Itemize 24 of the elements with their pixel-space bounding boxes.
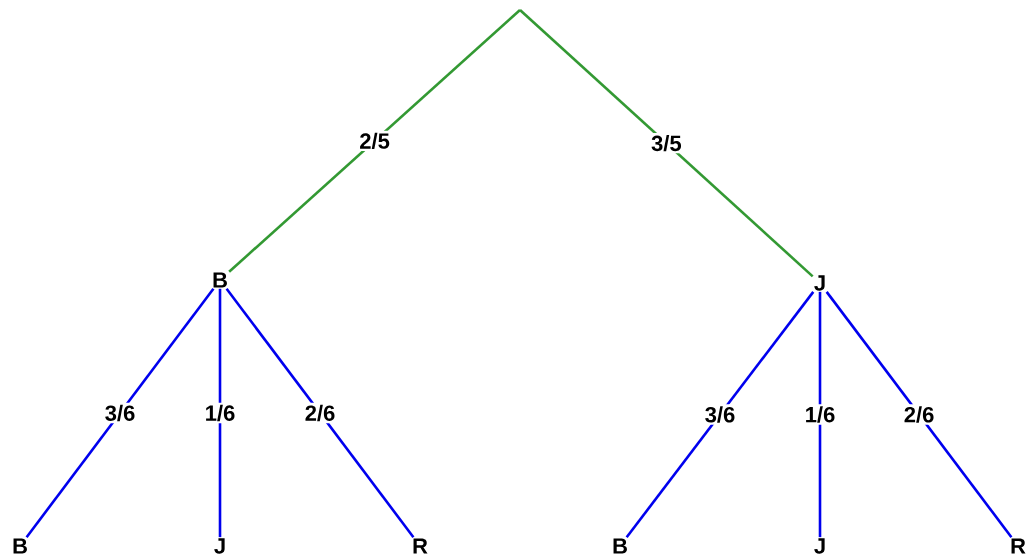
edge-label: 3/6 xyxy=(102,402,138,424)
node-letter: B xyxy=(213,272,227,288)
branch-line xyxy=(818,291,822,538)
edge-label: 2/6 xyxy=(302,402,338,424)
edge-label: 1/6 xyxy=(802,404,838,425)
edge-label: 3/5 xyxy=(649,133,684,154)
edge-label: 2/5 xyxy=(357,130,392,152)
node-letter: J xyxy=(814,538,825,554)
node-letter: R xyxy=(413,538,428,554)
node-letter: B xyxy=(613,538,627,554)
branch-line xyxy=(825,291,1013,538)
edge-label: 1/6 xyxy=(202,402,238,424)
node-letter: B xyxy=(13,538,27,554)
branch-line xyxy=(25,288,215,538)
branch-line xyxy=(218,288,222,538)
node-letter: J xyxy=(814,275,825,291)
node-letter: R xyxy=(1011,538,1026,554)
node-letter: J xyxy=(214,538,225,554)
branch-line xyxy=(228,9,521,273)
edge-label: 2/6 xyxy=(901,404,937,425)
branch-line xyxy=(519,9,814,278)
branch-line xyxy=(225,288,415,538)
branch-line xyxy=(625,291,815,538)
edge-label: 3/6 xyxy=(702,404,738,425)
